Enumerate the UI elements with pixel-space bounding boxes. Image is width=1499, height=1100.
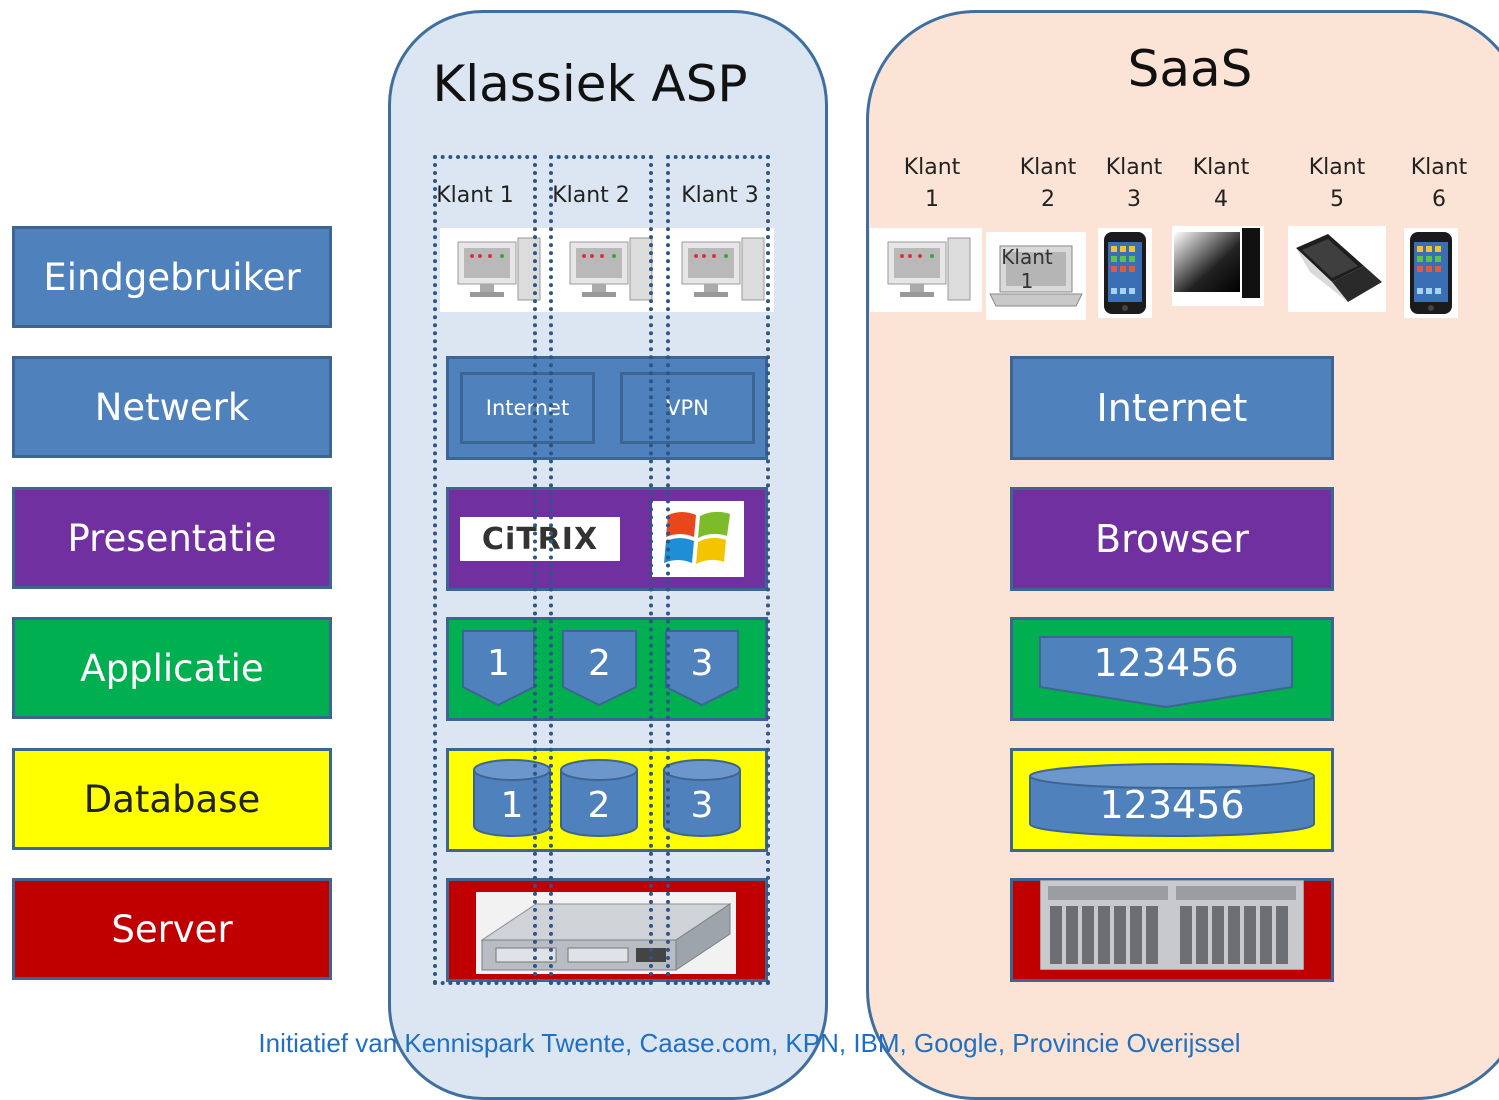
saas-client-klant: Klant <box>1105 155 1163 180</box>
saas-laptop-overlay-text: Klant 1 <box>998 245 1056 293</box>
asp-vpn-box: VPN <box>620 372 755 444</box>
asp-client-label-2: Klant 2 <box>552 183 630 208</box>
asp-db-2 <box>560 759 638 837</box>
asp-db-label-3: 3 <box>690 784 714 826</box>
saas-client-num: 2 <box>1041 187 1055 212</box>
saas-client-num: 3 <box>1127 187 1141 212</box>
saas-client-label: Klant 4 <box>1181 152 1261 216</box>
layer-database: Database <box>12 748 332 850</box>
saas-presentation-bar: Browser <box>1010 487 1334 591</box>
layer-eindgebruiker: Eindgebruiker <box>12 226 332 328</box>
asp-app-1 <box>462 630 535 707</box>
saas-client-klant: Klant <box>1019 155 1077 180</box>
asp-db-label-1: 1 <box>500 784 524 826</box>
saas-device-smartphone-icon <box>1098 228 1152 318</box>
overlay-num: 1 <box>1020 269 1034 293</box>
saas-client-num: 4 <box>1214 187 1228 212</box>
saas-client-num: 5 <box>1330 187 1344 212</box>
layer-label: Eindgebruiker <box>43 255 301 299</box>
asp-client-column-2 <box>549 155 653 985</box>
saas-client-klant: Klant <box>1308 155 1366 180</box>
layer-netwerk: Netwerk <box>12 356 332 458</box>
layer-applicatie: Applicatie <box>12 617 332 719</box>
saas-device-laptop-icon <box>986 232 1086 320</box>
saas-device-thin-client-icon <box>1172 226 1264 306</box>
asp-client-label-3: Klant 3 <box>681 183 759 208</box>
saas-blade-server-image <box>1039 879 1305 971</box>
citrix-text: CiTRIX <box>481 521 599 557</box>
vpn-label: VPN <box>666 396 709 420</box>
saas-client-klant: Klant <box>1192 155 1250 180</box>
saas-internet-label: Internet <box>1096 386 1248 430</box>
asp-app-label-1: 1 <box>487 642 510 684</box>
saas-client-label: Klant 3 <box>1094 152 1174 216</box>
saas-db-shape <box>1029 763 1315 837</box>
saas-app-shape <box>1039 636 1293 709</box>
asp-app-label-3: 3 <box>690 642 714 684</box>
asp-title: Klassiek ASP <box>432 55 748 113</box>
layer-label: Presentatie <box>67 516 277 560</box>
asp-app-label-2: 2 <box>588 642 611 684</box>
layer-label: Server <box>111 907 233 951</box>
layer-label: Database <box>83 777 261 821</box>
asp-db-3 <box>663 759 741 837</box>
saas-client-klant: Klant <box>1410 155 1468 180</box>
saas-client-label: Klant 2 <box>1008 152 1088 216</box>
footer-credits: Initiatief van Kennispark Twente, Caase.… <box>258 1028 1241 1058</box>
saas-device-desktop-pc-icon <box>870 228 982 312</box>
asp-internet-box: Internet <box>460 372 595 444</box>
saas-network-bar: Internet <box>1010 356 1334 460</box>
asp-app-2 <box>562 630 637 707</box>
saas-db-label: 123456 <box>1099 783 1245 827</box>
saas-device-netbook-icon <box>1288 226 1386 312</box>
desktop-pc-icon <box>569 237 653 301</box>
asp-client-computers <box>440 228 774 312</box>
saas-client-label: Klant 1 <box>892 152 972 216</box>
asp-db-1 <box>473 759 551 837</box>
citrix-logo: CiTRIX <box>460 517 620 561</box>
saas-app-label: 123456 <box>1093 641 1239 685</box>
asp-db-shapes <box>473 759 741 837</box>
asp-client-label-1: Klant 1 <box>436 183 514 208</box>
desktop-pc-icon <box>681 237 765 301</box>
layer-label: Applicatie <box>80 646 264 690</box>
saas-client-label: Klant 5 <box>1297 152 1377 216</box>
internet-label: Internet <box>485 396 570 420</box>
layer-label: Netwerk <box>94 385 250 429</box>
saas-client-num: 1 <box>925 187 939 212</box>
layer-presentatie: Presentatie <box>12 487 332 589</box>
asp-client-column-3 <box>666 155 770 985</box>
saas-client-klant: Klant <box>903 155 961 180</box>
saas-client-label: Klant 6 <box>1399 152 1479 216</box>
asp-app-shapes <box>462 630 739 707</box>
layer-server: Server <box>12 878 332 980</box>
overlay-klant: Klant <box>1001 245 1053 269</box>
saas-browser-label: Browser <box>1095 517 1249 561</box>
asp-client-column-1 <box>433 155 537 985</box>
saas-device-smartphone-icon <box>1404 228 1458 318</box>
saas-title: SaaS <box>1127 40 1253 98</box>
asp-db-label-2: 2 <box>587 784 611 826</box>
saas-client-num: 6 <box>1432 187 1446 212</box>
